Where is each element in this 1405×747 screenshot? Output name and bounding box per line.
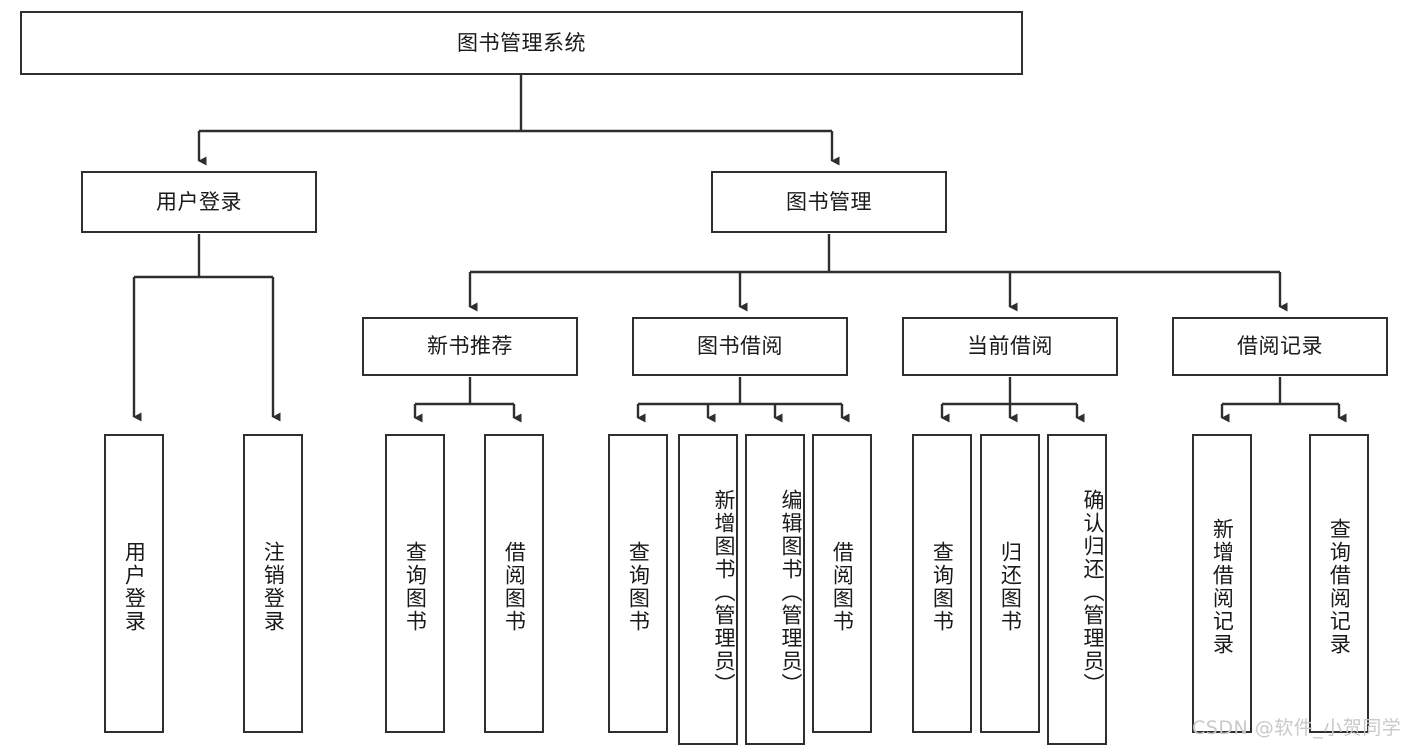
node-borrow-record[interactable]: 借阅记录 — [1172, 317, 1388, 376]
leaf-logout-login[interactable]: 注销登录 — [243, 434, 303, 733]
csdn-watermark: CSDN @软件_小贺同学 — [1192, 717, 1402, 739]
node-book-manage[interactable]: 图书管理 — [711, 171, 947, 233]
leaf-query-book-current[interactable]: 查询图书 — [912, 434, 972, 733]
leaf-query-book-borrow[interactable]: 查询图书 — [608, 434, 668, 733]
leaf-borrow-book-borrow[interactable]: 借阅图书 — [812, 434, 872, 733]
node-user-login[interactable]: 用户登录 — [81, 171, 317, 233]
node-current-borrow[interactable]: 当前借阅 — [902, 317, 1118, 376]
leaf-add-book-admin[interactable]: 新增图书（管理员） — [678, 434, 738, 745]
node-new-book-recommend[interactable]: 新书推荐 — [362, 317, 578, 376]
leaf-edit-book-admin[interactable]: 编辑图书（管理员） — [745, 434, 805, 745]
leaf-query-borrow-record[interactable]: 查询借阅记录 — [1309, 434, 1369, 733]
node-root-system[interactable]: 图书管理系统 — [20, 11, 1023, 75]
leaf-query-book-recommend[interactable]: 查询图书 — [385, 434, 445, 733]
leaf-return-book[interactable]: 归还图书 — [980, 434, 1040, 733]
leaf-user-login[interactable]: 用户登录 — [104, 434, 164, 733]
leaf-borrow-book-recommend[interactable]: 借阅图书 — [484, 434, 544, 733]
node-book-borrow[interactable]: 图书借阅 — [632, 317, 848, 376]
leaf-add-borrow-record[interactable]: 新增借阅记录 — [1192, 434, 1252, 733]
leaf-confirm-return-admin[interactable]: 确认归还（管理员） — [1047, 434, 1107, 745]
